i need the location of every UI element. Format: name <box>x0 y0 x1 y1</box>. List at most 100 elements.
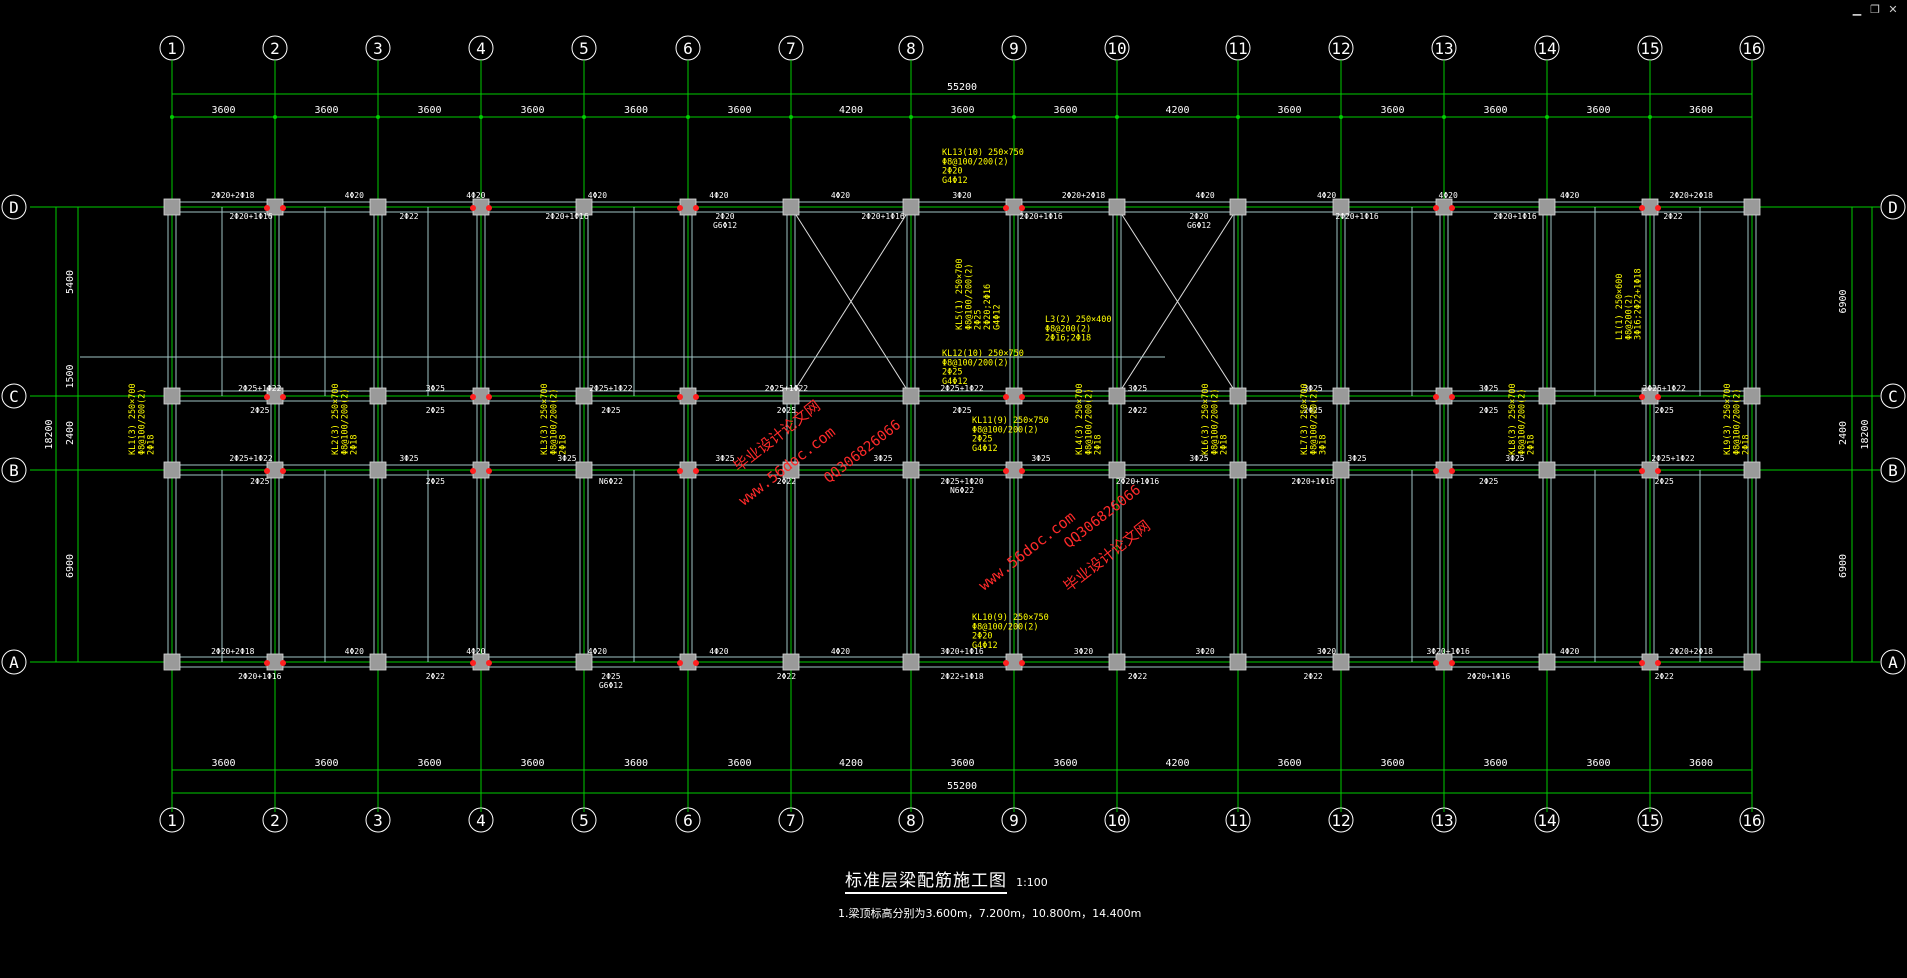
support-mark-B <box>1655 468 1661 474</box>
bay-dimension-bottom: 3600 <box>417 758 441 769</box>
rebar-row-A-bottom: 2Φ22 <box>777 672 796 681</box>
support-mark-D <box>280 205 286 211</box>
rebar-row-C-bottom: 2Φ25 <box>250 406 269 415</box>
rebar-row-C-bottom: 2Φ25 <box>1479 406 1498 415</box>
support-mark-B <box>693 468 699 474</box>
axis-label-15: 15 <box>1640 39 1659 58</box>
minimize-icon[interactable]: ▁ <box>1852 3 1862 16</box>
rebar-row-D-bottom: 2Φ22 <box>399 212 418 221</box>
bay-dimension-top: 3600 <box>1053 105 1077 116</box>
right-dimension: 6900 <box>1838 289 1849 313</box>
rebar-row-B-bottom: 2Φ25 <box>1479 477 1498 486</box>
support-mark-A <box>677 660 683 666</box>
column-16C <box>1743 387 1761 405</box>
bay-dimension-top: 3600 <box>1277 105 1301 116</box>
support-mark-C <box>693 394 699 400</box>
drawing-note: 1.梁顶标高分别为3.600m，7.200m，10.800m，14.400m <box>838 907 1142 920</box>
column-1C <box>163 387 181 405</box>
watermark-qq: QQ306826066 <box>821 417 904 487</box>
bay-dimension-bottom: 3600 <box>950 758 974 769</box>
bay-dimension-top: 3600 <box>950 105 974 116</box>
rebar-row-D-top: 4Φ20 <box>345 191 364 200</box>
rebar-row-D-bottom: 2Φ22 <box>1663 212 1682 221</box>
rebar-row-B-top: 2Φ25+1Φ22 <box>229 454 273 463</box>
rebar-row-D-top: 2Φ20+2Φ18 <box>211 191 255 200</box>
support-mark-D <box>1019 205 1025 211</box>
support-mark-A <box>1655 660 1661 666</box>
bay-dimension-top: 4200 <box>839 105 863 116</box>
support-mark-C <box>264 394 270 400</box>
rebar-row-D-bottom: 2Φ20+1Φ16 <box>1335 212 1379 221</box>
bay-dimension-bottom: 4200 <box>1165 758 1189 769</box>
bay-dimension-top: 3600 <box>211 105 235 116</box>
axis-label-1: 1 <box>167 811 177 830</box>
bay-dimension-bottom: 3600 <box>1689 758 1713 769</box>
axis-label-1: 1 <box>167 39 177 58</box>
column-14C <box>1538 387 1556 405</box>
rebar-row-A-bottom: 2Φ22+1Φ18 <box>940 672 984 681</box>
rebar-row-A-top: 4Φ20 <box>709 647 728 656</box>
bay-dimension-bottom: 3600 <box>727 758 751 769</box>
rebar-row-C-top: 3Φ25 <box>1479 384 1498 393</box>
rebar-row-A-top: 3Φ20+1Φ16 <box>1426 647 1470 656</box>
support-mark-B <box>677 468 683 474</box>
bay-dimension-bottom: 3600 <box>314 758 338 769</box>
rebar-row-C-bottom: 2Φ25 <box>1655 406 1674 415</box>
support-mark-D <box>1003 205 1009 211</box>
drawing-title: 标准层梁配筋施工图 <box>845 866 1007 894</box>
rebar-row-B-bottom: 2Φ25 <box>250 477 269 486</box>
support-mark-C <box>1639 394 1645 400</box>
rebar-row-C-top: 2Φ25+1Φ22 <box>238 384 282 393</box>
axis-label-15: 15 <box>1640 811 1659 830</box>
rebar-row-D-top: 4Φ20 <box>1317 191 1336 200</box>
row-label-B: B <box>9 461 19 480</box>
support-mark-A <box>264 660 270 666</box>
axis-label-5: 5 <box>579 39 589 58</box>
rebar-row-D-top: 2Φ20+2Φ18 <box>1062 191 1106 200</box>
rebar-row-D-top: 4Φ20 <box>1439 191 1458 200</box>
column-5A <box>575 653 593 671</box>
rebar-row-D-bottom: 2Φ20+1Φ16 <box>1019 212 1063 221</box>
axis-label-6: 6 <box>683 811 693 830</box>
column-10A <box>1108 653 1126 671</box>
rebar-row-A-bottom: 2Φ22 <box>1655 672 1674 681</box>
axis-label-7: 7 <box>786 811 796 830</box>
dim-tick <box>1236 115 1240 119</box>
column-3A <box>369 653 387 671</box>
axis-label-12: 12 <box>1331 811 1350 830</box>
support-mark-C <box>280 394 286 400</box>
support-mark-D <box>1449 205 1455 211</box>
row-label-C: C <box>9 387 19 406</box>
dim-tick <box>376 115 380 119</box>
rebar-row-C-top: 3Φ25 <box>426 384 445 393</box>
rebar-row-C-top: 2Φ25+1Φ22 <box>765 384 809 393</box>
support-mark-D <box>693 205 699 211</box>
rebar-row-B-top: 3Φ25 <box>1505 454 1524 463</box>
column-8B <box>902 461 920 479</box>
axis-label-3: 3 <box>373 811 383 830</box>
row-label-A: A <box>9 653 19 672</box>
bay-dimension-bottom: 3600 <box>1277 758 1301 769</box>
left-dimension: 2400 <box>65 421 76 445</box>
column-12C <box>1332 387 1350 405</box>
bay-dimension-bottom: 4200 <box>839 758 863 769</box>
beam-note: KL6(3) 250×700Φ8@100/200(2)2Φ18 <box>1201 383 1230 455</box>
axis-label-2: 2 <box>270 39 280 58</box>
close-icon[interactable]: ✕ <box>1888 3 1898 16</box>
rebar-row-D-top: 2Φ20+2Φ18 <box>1670 191 1714 200</box>
column-5B <box>575 461 593 479</box>
rebar-row-A-top: 4Φ20 <box>831 647 850 656</box>
rebar-row-D-bottom: 2Φ20+1Φ16 <box>861 212 905 221</box>
column-14A <box>1538 653 1556 671</box>
column-16B <box>1743 461 1761 479</box>
restore-icon[interactable]: ❐ <box>1870 3 1880 16</box>
row-bubble-D <box>1880 194 1906 220</box>
rebar-row-B-top: 3Φ25 <box>399 454 418 463</box>
drawing-title-block: 标准层梁配筋施工图 1:100 <box>845 866 1048 894</box>
